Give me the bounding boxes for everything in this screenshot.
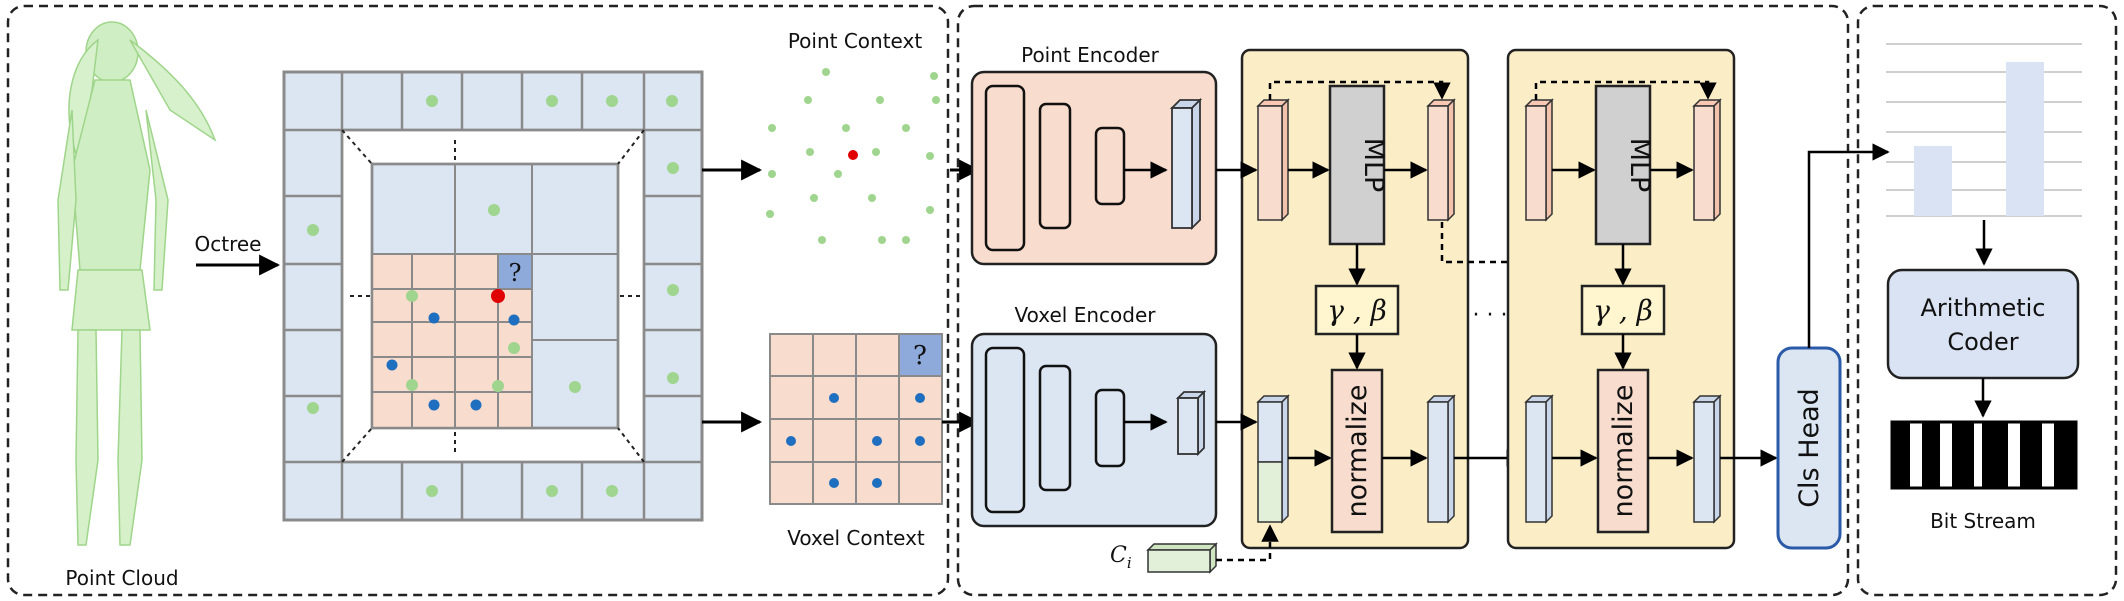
octree-label: Octree — [195, 232, 262, 256]
probability-bars — [1886, 43, 2082, 217]
middle-section-frame — [956, 4, 1850, 597]
ci-label: Ci — [1110, 543, 1132, 572]
point-context-dots — [766, 68, 940, 244]
bit-stream-bar — [1890, 420, 2078, 490]
point-context-label: Point Context — [788, 29, 923, 53]
cls-head-label: Cls Head — [1794, 388, 1825, 508]
cls-head-to-probability-arrow — [1807, 143, 1890, 348]
block-connection-dashed — [1440, 222, 1547, 264]
voxel-encoder-label: Voxel Encoder — [1015, 303, 1157, 327]
gamma-beta-label-2: γ , β — [1593, 294, 1653, 327]
mlp-label-2: MLP — [1624, 138, 1655, 193]
voxel-encoder-block — [970, 332, 1218, 528]
point-encoder-block — [970, 70, 1218, 266]
octree-query-mark: ? — [509, 259, 522, 287]
ci-input — [1146, 524, 1279, 574]
blocks-ellipsis: · · · — [1473, 303, 1508, 328]
point-cloud-label: Point Cloud — [65, 566, 178, 590]
normalize-label-1: normalize — [1342, 385, 1373, 518]
voxel-context-grid — [769, 333, 943, 505]
left-section-frame — [6, 4, 950, 597]
normalize-label-2: normalize — [1608, 385, 1639, 518]
gamma-beta-label-1: γ , β — [1327, 294, 1387, 327]
right-section-frame — [1856, 4, 2118, 597]
bit-stream-label: Bit Stream — [1930, 509, 2036, 533]
point-context-query-dot — [848, 150, 858, 160]
arithmetic-coder-line2: Coder — [1947, 328, 2018, 356]
film-block-1-arrows — [1216, 80, 1451, 467]
voxel-context-label: Voxel Context — [787, 526, 925, 550]
film-block-2-arrows — [1534, 80, 1778, 467]
arithmetic-coder-block — [1886, 268, 2080, 380]
point-encoder-label: Point Encoder — [1021, 43, 1160, 67]
film-block-1 — [1240, 48, 1470, 550]
voxel-context-query-mark: ? — [913, 341, 927, 371]
point-cloud-figure — [57, 21, 217, 546]
arithmetic-coder-line1: Arithmetic — [1921, 294, 2046, 322]
octree-grid — [282, 70, 704, 522]
mlp-label-1: MLP — [1358, 138, 1389, 193]
